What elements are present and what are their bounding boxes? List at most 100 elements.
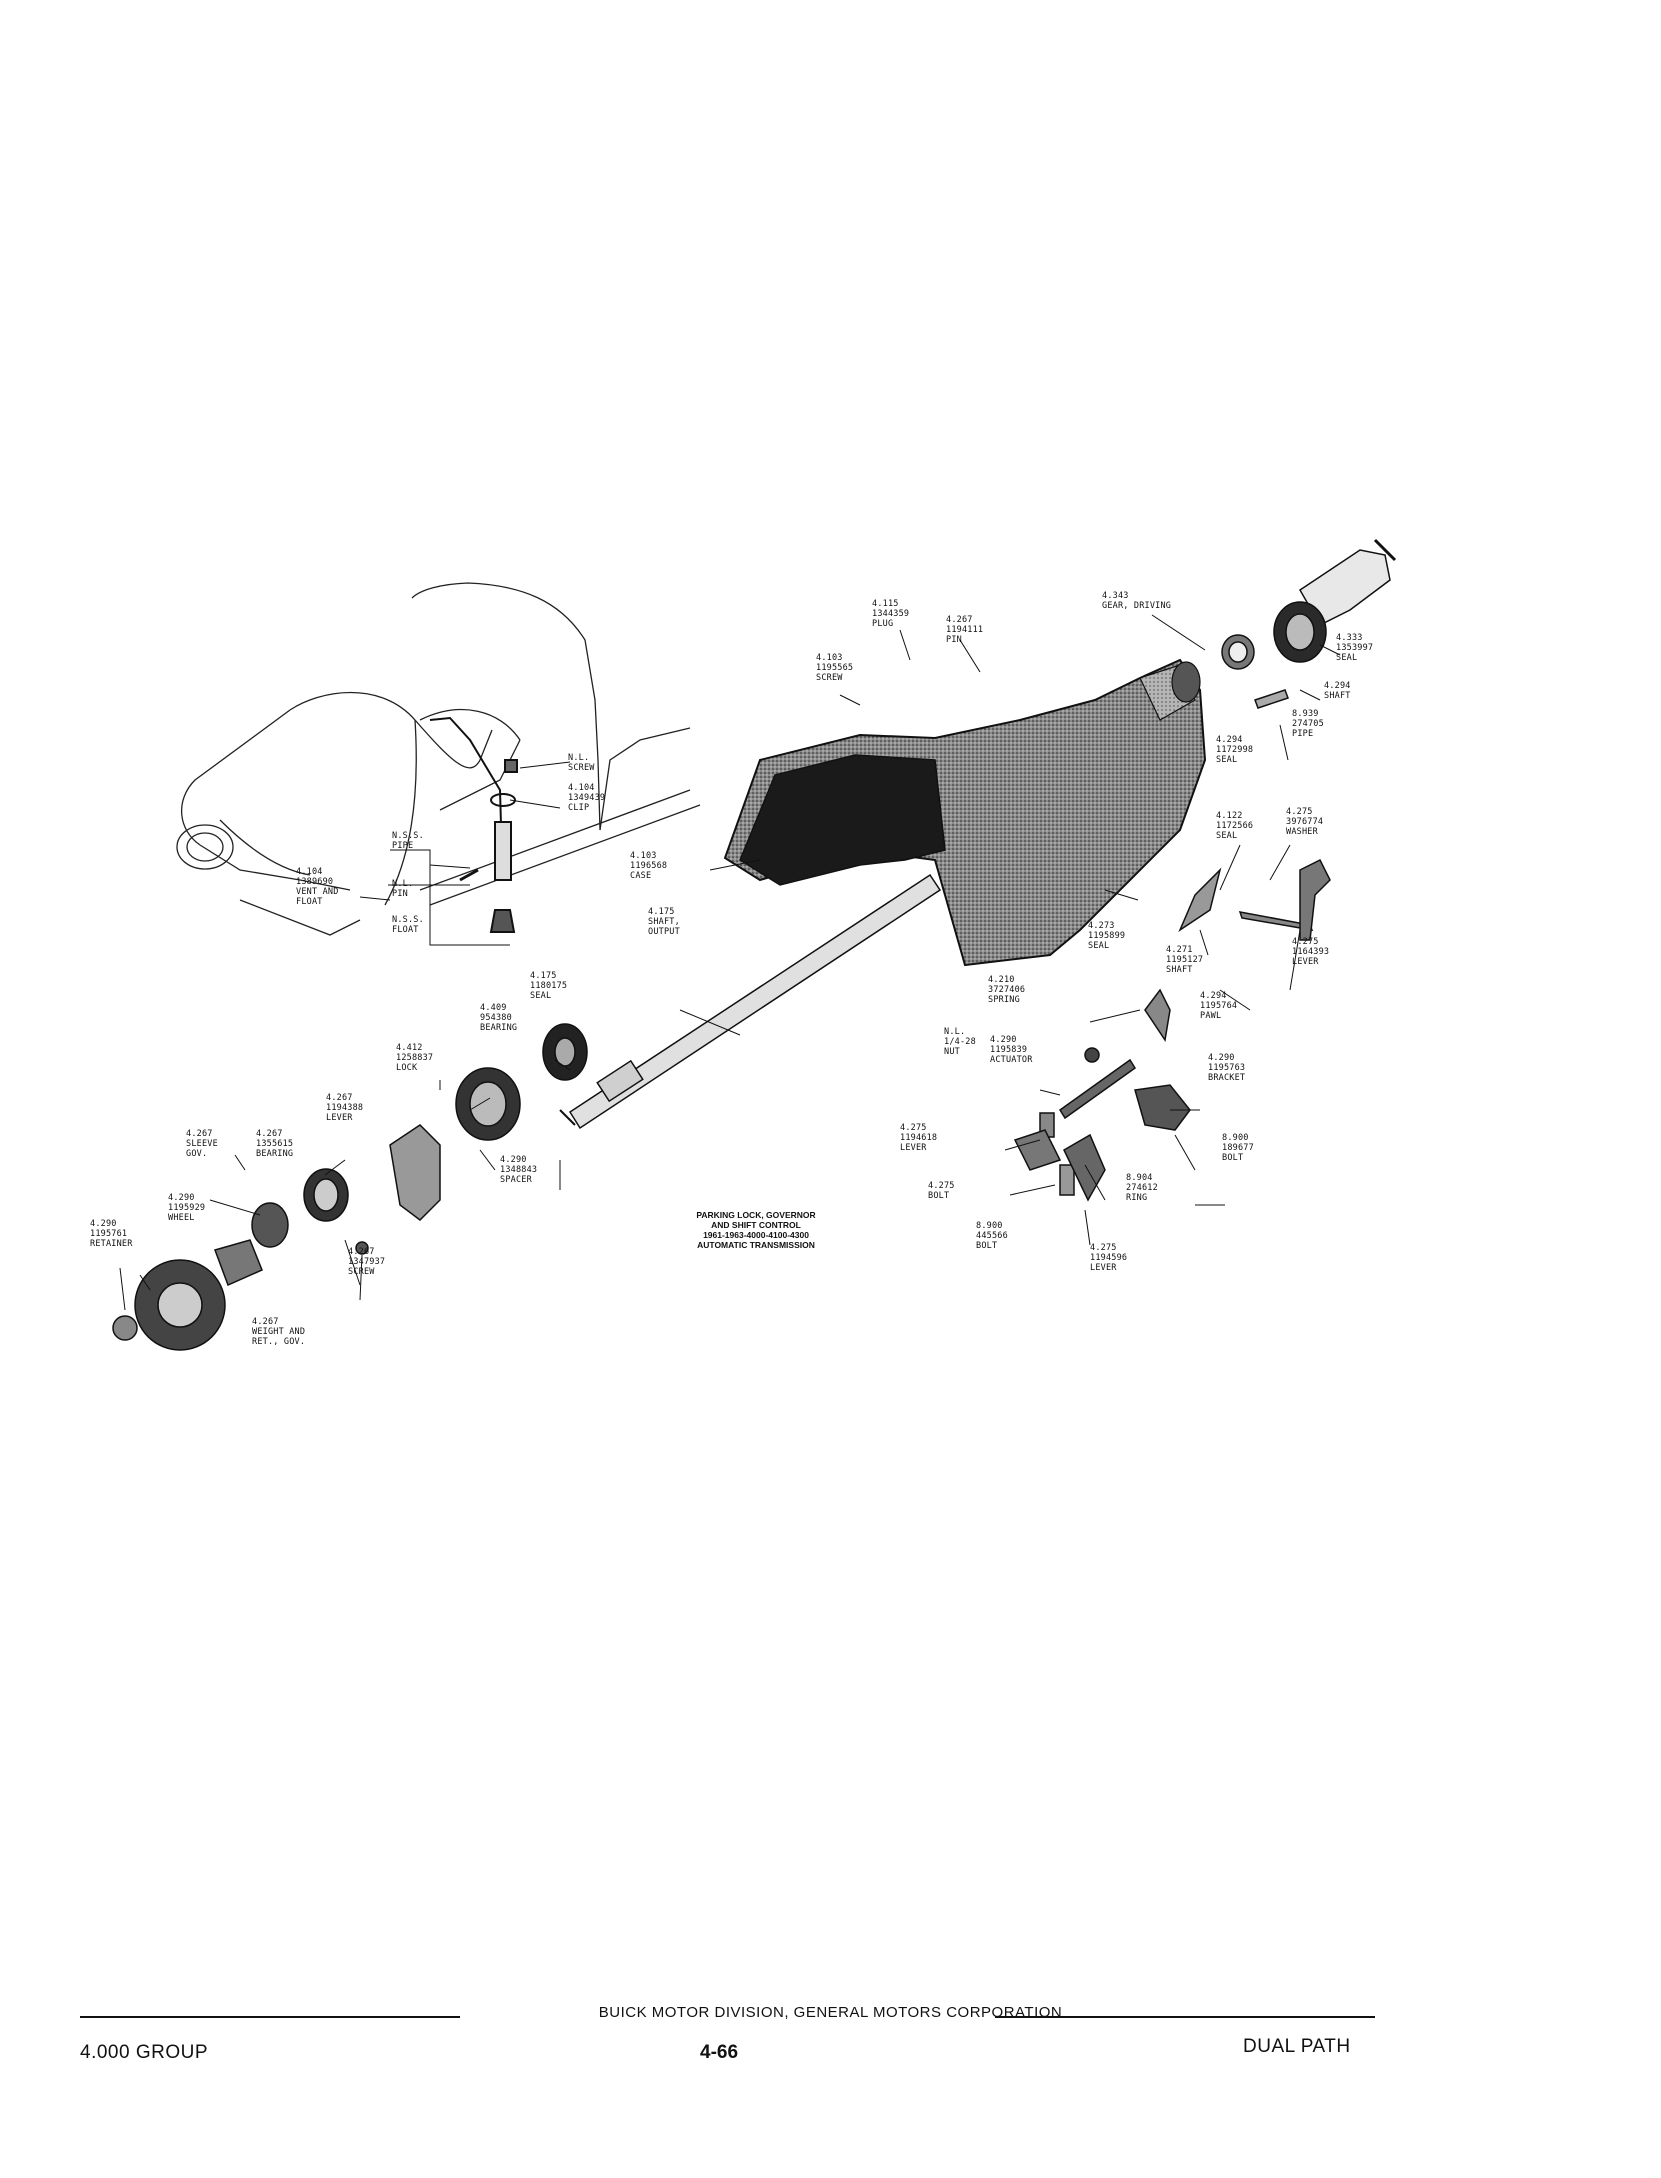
footer-title: BUICK MOTOR DIVISION, GENERAL MOTORS COR… [598,2004,1063,2021]
callout-line: 4.271 [1166,945,1193,955]
footer-page-number: 4-66 [700,2042,739,2063]
callout-line: 1196568 [630,861,667,871]
callout-line: FLOAT [296,897,323,907]
leader-lines-left [359,761,571,946]
callout-line: 4.409 [480,1003,507,1013]
callout-line: SHAFT [1166,965,1193,975]
callout-line: N.S.S. [392,915,424,925]
callout-line: SPACER [500,1175,533,1185]
caption-line: 1961-1963-4000-4100-4300 [703,1230,809,1240]
callout-line: LEVER [900,1143,927,1153]
callout-line: SPRING [988,995,1020,1005]
footer-rule-left [80,2016,460,2018]
vent-pipe-assembly [429,716,518,933]
callout-line: RING [1126,1193,1147,1203]
callout-line: WEIGHT AND [252,1327,305,1337]
callout-line: BOLT [1222,1153,1243,1163]
caption-line: AND SHIFT CONTROL [711,1220,801,1230]
footer-rule-right [995,2016,1375,2018]
output-shaft [559,873,942,1130]
callout-line: N.S.S. [392,831,424,841]
callout-line: 4.275 [1286,807,1313,817]
callout-line: 1195761 [90,1229,127,1239]
callout-line: 274612 [1126,1183,1158,1193]
callout-line: 1348843 [500,1165,537,1175]
callout-line: GOV. [186,1149,207,1159]
callout-line: 1180175 [530,981,567,991]
callout-line: 1389690 [296,877,333,887]
callout-line: WHEEL [168,1213,195,1223]
callout-line: 1/4-28 [944,1037,976,1047]
callout-line: 1347937 [348,1257,385,1267]
callout-line: 4.104 [296,867,323,877]
callout-line: RETAINER [90,1239,133,1249]
callout-line: 8.939 [1292,709,1319,719]
callout-line: 4.103 [816,653,843,663]
callout-line: 4.290 [1208,1053,1235,1063]
callout-line: N.L. [568,753,589,763]
callout-line: 1194388 [326,1103,363,1113]
callout-line: 4.294 [1200,991,1227,1001]
callout-line: PAWL [1200,1011,1221,1021]
callout-line: 1353997 [1336,643,1373,653]
callout-line: 8.904 [1126,1173,1153,1183]
callout-line: SEAL [530,991,551,1001]
governor-assembly [112,1023,588,1351]
callout-line: 4.412 [396,1043,423,1053]
callout-line: 4.275 [1292,937,1319,947]
callout-line: 1349439 [568,793,605,803]
callout-line: 1195899 [1088,931,1125,941]
callout-line: 4.267 [186,1129,213,1139]
callout-line: 189677 [1222,1143,1254,1153]
callout-line: N.L. [944,1027,965,1037]
callout-line: BOLT [976,1241,997,1251]
callout-line: 4.104 [568,783,595,793]
callout-line: 1194596 [1090,1253,1127,1263]
callout-line: 4.267 [256,1129,283,1139]
callout-line: 3727406 [988,985,1025,995]
callout-line: SEAL [1336,653,1357,663]
callout-line: 4.343 [1102,591,1129,601]
callout-line: SHAFT [1324,691,1351,701]
callout-line: 1195764 [1200,1001,1237,1011]
callout-line: 1172998 [1216,745,1253,755]
callout-nl-screw: N.L.SCREW [568,753,595,773]
callout-line: 4.333 [1336,633,1363,643]
callout-line: BRACKET [1208,1073,1245,1083]
callout-line: LOCK [396,1063,418,1073]
callout-line: 1195565 [816,663,853,673]
callout-line: 1172566 [1216,821,1253,831]
callout-line: LEVER [326,1113,353,1123]
callout-line: BEARING [480,1023,517,1033]
callout-line: 1194618 [900,1133,937,1143]
callout-line: 4.275 [900,1123,927,1133]
callout-line: PLUG [872,619,893,629]
callout-line: BOLT [928,1191,949,1201]
callout-line: CASE [630,871,651,881]
callout-line: 3976774 [1286,817,1323,827]
